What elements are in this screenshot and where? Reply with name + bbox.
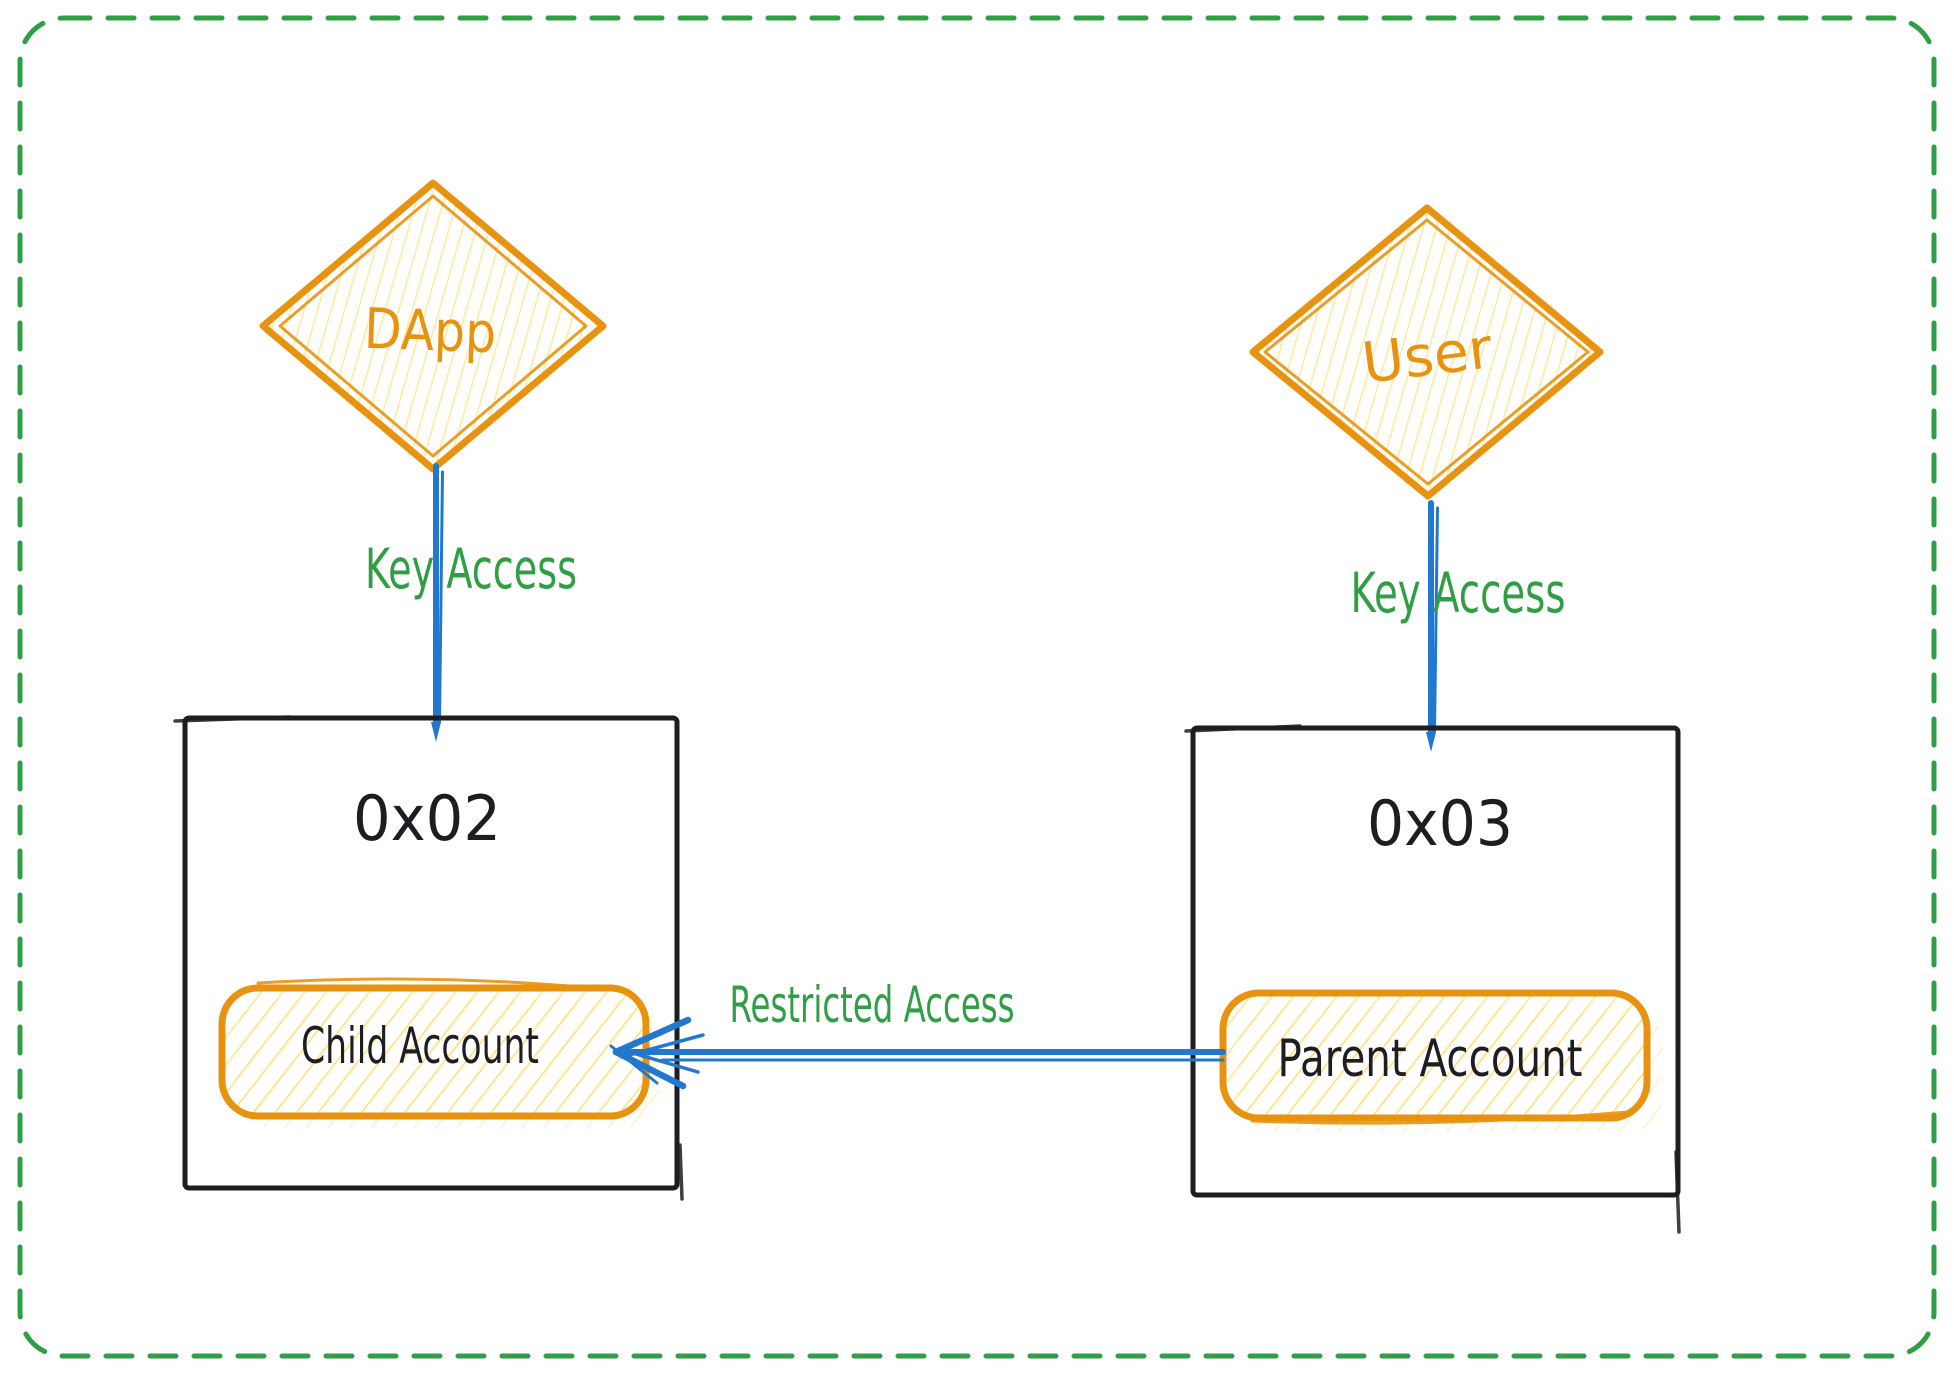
account-0x03-label: 0x03 bbox=[1367, 787, 1513, 860]
user-diamond-overdraw bbox=[1263, 218, 1590, 486]
parent-account-shape bbox=[1219, 989, 1651, 1122]
restricted-access-label: Restricted Access bbox=[730, 976, 1015, 1034]
sketch-overshoot bbox=[1674, 1150, 1681, 1234]
account-0x02-label: 0x02 bbox=[353, 782, 501, 855]
edge-taper-tip bbox=[431, 722, 441, 742]
arrowhead-barb-upper bbox=[612, 1016, 692, 1056]
sketch-overshoot bbox=[173, 715, 292, 723]
parent-account-label: Parent Account bbox=[1278, 1029, 1583, 1089]
account-box-0x02-shape bbox=[182, 715, 680, 1191]
user-diamond-shape bbox=[1249, 204, 1604, 500]
edge-taper-tip bbox=[1426, 732, 1436, 752]
parent-account-box bbox=[1219, 989, 1651, 1125]
dapp-diamond-overdraw bbox=[278, 194, 588, 458]
edge-parent-to-child bbox=[609, 1016, 1226, 1090]
edge-dapp-to-0x02 bbox=[431, 463, 444, 742]
account-box-0x03 bbox=[1184, 724, 1681, 1234]
edge-line-overdraw bbox=[438, 470, 444, 724]
arrowhead-flick bbox=[609, 1044, 659, 1085]
key-access-label-right: Key Access bbox=[1351, 561, 1566, 625]
dapp-label: DApp bbox=[363, 297, 497, 367]
edge-user-to-0x03 bbox=[1426, 500, 1439, 752]
sketch-overshoot bbox=[1184, 724, 1302, 733]
canvas-dashed-border bbox=[17, 15, 1937, 1359]
edge-line-overdraw bbox=[1433, 506, 1439, 734]
user-diamond bbox=[1249, 204, 1604, 500]
key-access-label-left: Key Access bbox=[365, 537, 577, 601]
user-label: User bbox=[1359, 316, 1497, 396]
sketch-overdraw bbox=[256, 977, 628, 993]
account-box-0x02 bbox=[173, 715, 684, 1201]
sketch-overshoot bbox=[678, 1143, 684, 1201]
sketch-overdraw bbox=[1250, 1110, 1630, 1125]
child-account-label: Child Account bbox=[301, 1017, 539, 1075]
arrowhead-overdraw bbox=[617, 1047, 700, 1074]
account-box-0x03-shape bbox=[1190, 725, 1681, 1198]
